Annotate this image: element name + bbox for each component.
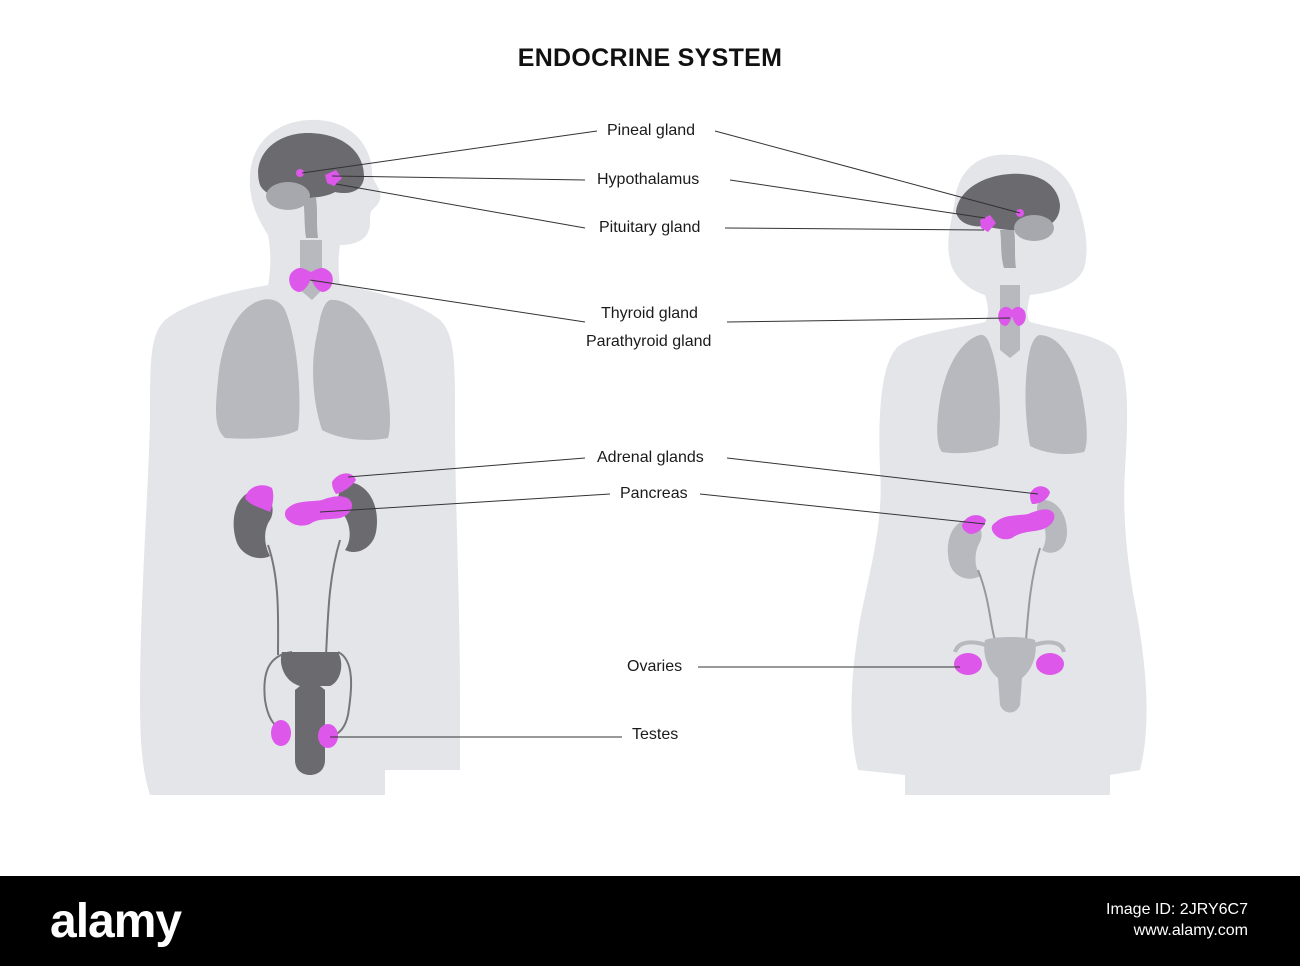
male-glands	[245, 169, 356, 748]
female-left-adrenal	[962, 515, 986, 534]
male-cerebellum	[266, 182, 310, 210]
male-pancreas	[284, 496, 353, 526]
line-adrenal-female	[726, 457, 1039, 495]
male-penis	[295, 686, 325, 775]
line-pancreas-male	[319, 493, 611, 513]
female-uterus	[984, 637, 1036, 713]
male-ureters	[263, 539, 353, 736]
line-pineal-male	[301, 130, 598, 174]
female-thyroid	[998, 306, 1026, 326]
female-cerebellum	[1014, 215, 1054, 241]
label-thyroid-gland: Thyroid gland	[601, 305, 698, 322]
female-ureters	[977, 547, 1041, 641]
male-hypothalamus-pituitary	[325, 170, 342, 186]
label-pancreas: Pancreas	[620, 485, 688, 502]
line-hypothalamus-male	[331, 175, 586, 181]
female-fallopian-tubes	[953, 640, 1066, 653]
male-right-adrenal	[332, 473, 356, 494]
male-pineal-gland	[296, 169, 304, 177]
leader-lines	[301, 130, 1039, 738]
male-bladder	[280, 652, 342, 686]
female-right-adrenal	[1030, 486, 1050, 504]
image-id-text: Image ID: 2JRY6C7	[1106, 901, 1248, 918]
line-adrenal-male	[347, 457, 586, 478]
male-brainstem	[303, 198, 318, 238]
label-parathyroid-gland: Parathyroid gland	[586, 333, 712, 350]
endocrine-illustration	[140, 119, 1147, 795]
female-left-ovary	[954, 653, 982, 675]
male-body-silhouette	[140, 119, 460, 795]
label-adrenal-glands: Adrenal glands	[597, 449, 704, 466]
female-body-silhouette	[851, 154, 1147, 795]
label-hypothalamus: Hypothalamus	[597, 171, 700, 188]
male-thyroid	[289, 267, 333, 292]
female-right-ovary	[1036, 653, 1064, 675]
line-pineal-female	[714, 130, 1021, 214]
male-left-lung	[215, 299, 300, 439]
label-pineal-gland: Pineal gland	[607, 122, 696, 139]
male-right-testis	[318, 724, 338, 748]
diagram-canvas: ENDOCRINE SYSTEM Pineal gland Hypothalam…	[140, 44, 1147, 795]
female-left-lung	[937, 334, 1000, 454]
label-testes: Testes	[632, 726, 679, 743]
line-pituitary-male	[335, 183, 586, 229]
female-brainstem	[1000, 230, 1016, 268]
female-hypothalamus-pituitary	[980, 215, 996, 232]
line-pituitary-female	[724, 227, 985, 231]
alamy-logo: alamy	[50, 895, 182, 948]
page-title: ENDOCRINE SYSTEM	[517, 44, 783, 72]
line-thyroid-male	[309, 279, 586, 323]
female-right-lung	[1025, 335, 1087, 454]
label-ovaries: Ovaries	[627, 658, 683, 675]
watermark-footer: alamy Image ID: 2JRY6C7 www.alamy.com	[0, 876, 1300, 966]
male-right-lung	[313, 299, 390, 440]
footer-url: www.alamy.com	[1133, 922, 1248, 939]
line-pancreas-female	[699, 493, 986, 525]
female-figure	[851, 154, 1147, 795]
female-glands	[954, 209, 1064, 675]
label-pituitary-gland: Pituitary gland	[599, 219, 701, 236]
line-thyroid-female	[726, 317, 1011, 323]
male-figure	[140, 119, 460, 795]
male-left-adrenal	[245, 485, 274, 512]
female-trachea	[1000, 285, 1020, 358]
line-hypothalamus-female	[729, 179, 986, 219]
male-left-testis	[271, 720, 291, 746]
female-left-kidney	[947, 519, 982, 579]
female-pancreas	[991, 509, 1055, 540]
